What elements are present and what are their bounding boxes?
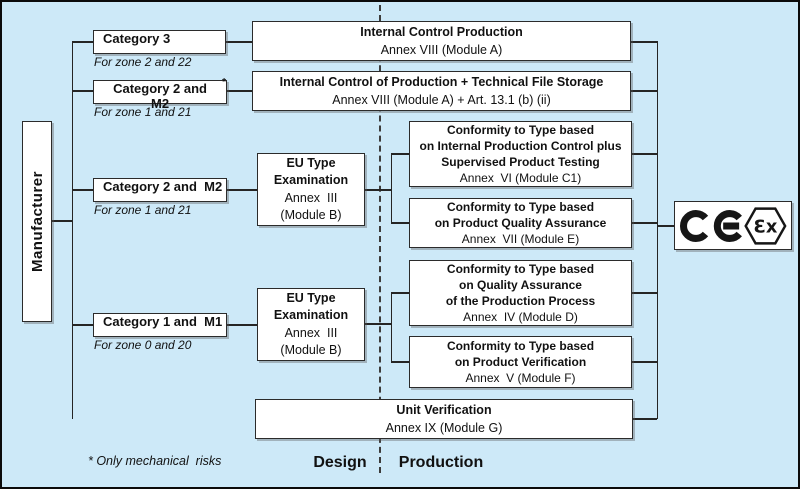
category-3-box: Category 3 (93, 30, 226, 54)
zone-label-cat3: For zone 2 and 22 (94, 55, 192, 69)
ce-ex-marking-graphic: Ɛx (679, 206, 787, 245)
internal-control-production-annex: Annex VIII (Module A) (380, 43, 503, 57)
category-2-m2-box: Category 2 and M2 (93, 178, 227, 202)
module-e-annex: Annex VII (Module E) (461, 232, 580, 246)
mechanical-risk-asterisk: * (222, 77, 226, 88)
design-phase-label: Design (313, 454, 367, 471)
module-e-title: Conformity to Type based on Product Qual… (434, 200, 607, 230)
module-f-title: Conformity to Type based on Product Veri… (446, 339, 595, 369)
connector-bus-ce-mark (657, 225, 674, 227)
connector-unit-verification-bus (633, 418, 657, 420)
connector-branch1-c1 (391, 153, 409, 155)
category-3-label: Category 3 (103, 31, 171, 46)
unit-verification-annex: Annex IX (Module G) (385, 421, 503, 435)
module-c1-title: Conformity to Type based on Internal Pro… (419, 123, 622, 169)
connector-c1-bus (632, 153, 657, 155)
connector-branch2-d (391, 292, 409, 294)
module-f-box: Conformity to Type based on Product Veri… (409, 336, 632, 388)
connector-spine-cat2m2s (72, 90, 93, 92)
connector-internal-control-tfs-bus (631, 90, 657, 92)
mechanical-risks-note: * Only mechanical risks (88, 454, 222, 468)
eu-type-examination-box-1: EU Type Examination Annex III (Module B) (257, 153, 365, 226)
category-2-m2-label: Category 2 and M2 (103, 179, 223, 194)
category-2-m2-mech-box: Category 2 and M2 * (93, 77, 227, 111)
eu-type-2-title: EU Type Examination (273, 290, 349, 323)
module-e-box: Conformity to Type based on Product Qual… (409, 198, 632, 248)
connector-eu2-branch (365, 323, 391, 325)
internal-control-tfs-box: Internal Control of Production + Technic… (252, 71, 631, 111)
module-d-box: Conformity to Type based on Quality Assu… (409, 260, 632, 326)
connector-manufacturer-spine (52, 220, 72, 222)
unit-verification-title: Unit Verification (396, 403, 492, 417)
connector-cat1m1-eu-type-2 (227, 324, 257, 326)
unit-verification-box: Unit Verification Annex IX (Module G) (255, 399, 633, 439)
internal-control-production-box: Internal Control Production Annex VIII (… (252, 21, 631, 61)
internal-control-tfs-title: Internal Control of Production + Technic… (279, 75, 604, 89)
connector-internal-control-bus (631, 41, 657, 43)
connector-cat2m2s-internal-control-tfs (227, 90, 252, 92)
connector-right-bus (656, 41, 659, 419)
category-1-m1-label: Category 1 and M1 (103, 314, 223, 329)
connector-e-bus (632, 222, 657, 224)
connector-spine-cat3 (72, 41, 93, 43)
connector-cat3-internal-control (226, 41, 252, 43)
zone-label-cat1m1: For zone 0 and 20 (94, 338, 192, 352)
ce-ex-marking-box: Ɛx (674, 201, 792, 250)
branch2-vertical (390, 292, 393, 362)
design-production-divider-line (379, 5, 381, 473)
eu-type-2-annex: Annex III (Module B) (280, 325, 342, 358)
branch1-vertical (390, 153, 393, 223)
eu-type-examination-box-2: EU Type Examination Annex III (Module B) (257, 288, 365, 361)
connector-eu1-branch (365, 189, 391, 191)
connector-branch1-e (391, 222, 409, 224)
module-d-title: Conformity to Type based on Quality Assu… (445, 262, 596, 308)
zone-label-cat2m2: For zone 1 and 21 (94, 203, 192, 217)
category-2-m2-mech-label: Category 2 and M2 (113, 81, 215, 111)
eu-type-1-annex: Annex III (Module B) (280, 190, 342, 223)
ex-hexagon-icon (743, 206, 787, 245)
ce-mark-icon (679, 209, 742, 242)
module-d-annex: Annex IV (Module D) (463, 310, 578, 324)
connector-spine-cat1m1 (72, 324, 93, 326)
connector-d-bus (632, 292, 657, 294)
module-c1-annex: Annex VI (Module C1) (459, 171, 582, 185)
connector-f-bus (632, 361, 657, 363)
eu-type-1-title: EU Type Examination (273, 155, 349, 188)
connector-left-spine (71, 41, 74, 419)
manufacturer-label: Manufacturer (28, 170, 46, 273)
connector-spine-cat2m2 (72, 189, 93, 191)
connector-cat2m2-eu-type-1 (227, 189, 257, 191)
zone-label-cat2m2s: For zone 1 and 21 (94, 105, 192, 119)
internal-control-tfs-annex: Annex VIII (Module A) + Art. 13.1 (b) (i… (332, 93, 551, 107)
module-f-annex: Annex V (Module F) (465, 371, 576, 385)
ex-mark-label: Ɛx (753, 216, 777, 237)
connector-branch2-f (391, 361, 409, 363)
module-c1-box: Conformity to Type based on Internal Pro… (409, 121, 632, 187)
internal-control-production-title: Internal Control Production (360, 25, 523, 39)
manufacturer-box: Manufacturer (22, 121, 52, 322)
production-phase-label: Production (398, 454, 484, 471)
category-1-m1-box: Category 1 and M1 (93, 313, 227, 337)
